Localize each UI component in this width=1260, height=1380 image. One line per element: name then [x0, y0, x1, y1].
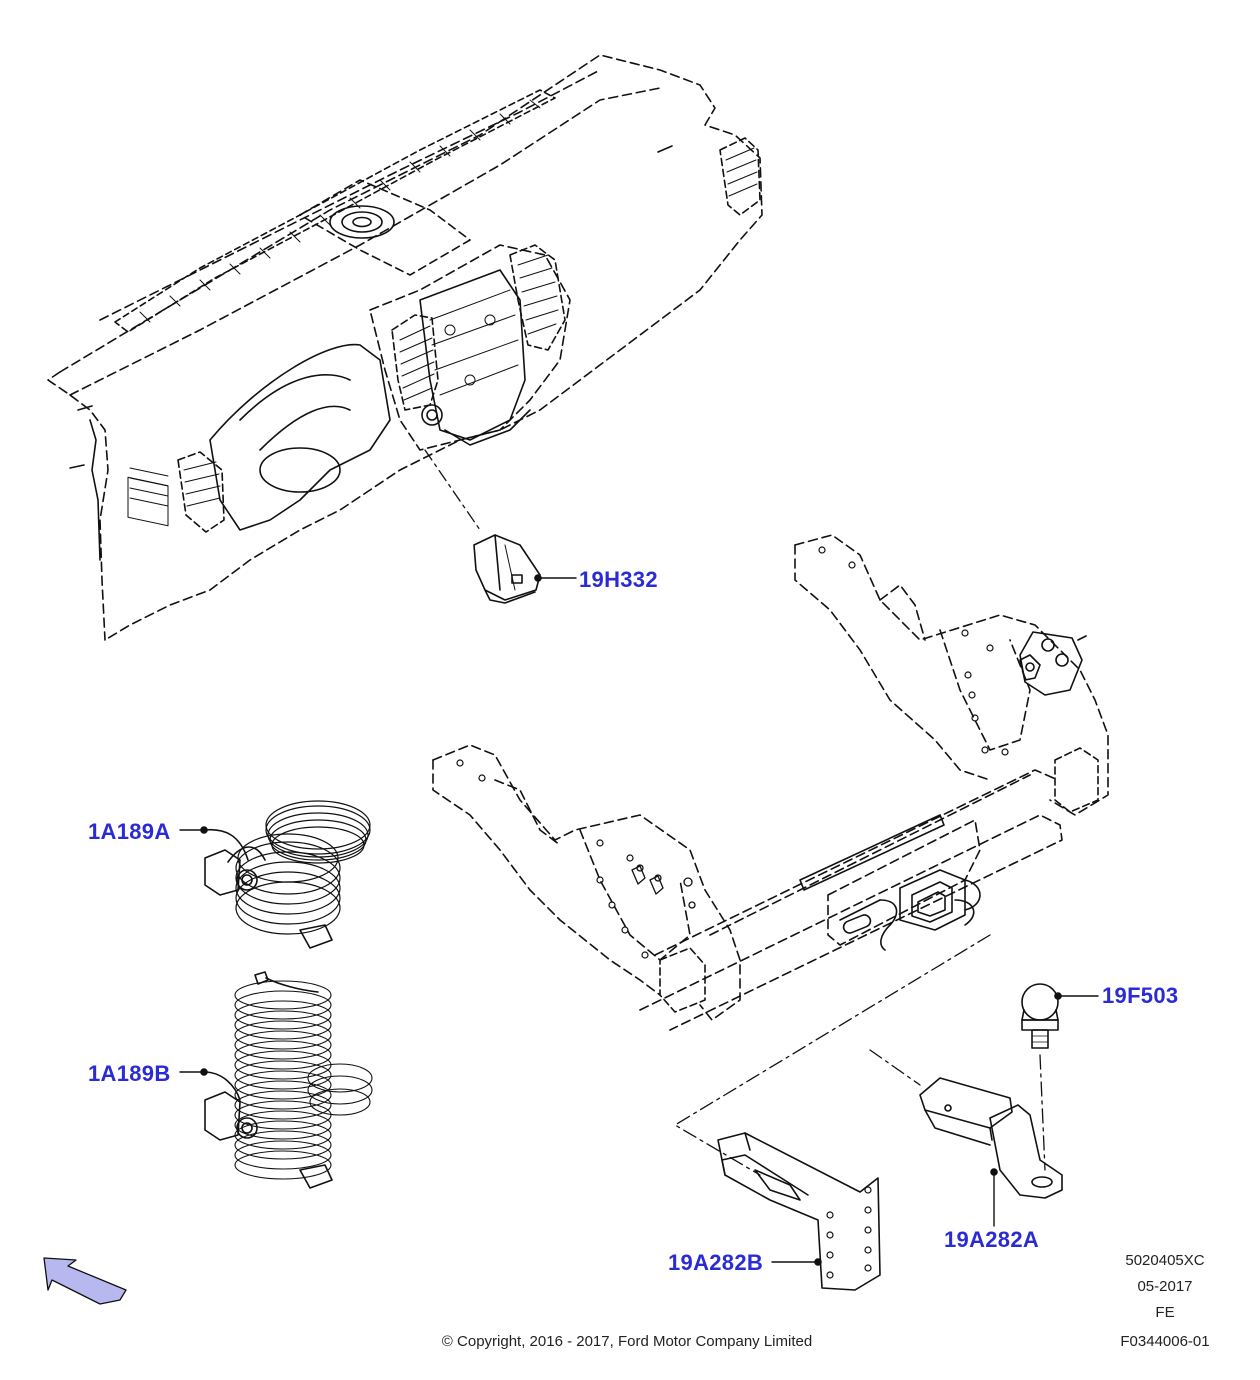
tow-ball-part — [1021, 983, 1062, 1049]
callout-1A189A[interactable]: 1A189A — [88, 819, 171, 844]
leader-dash-module — [424, 449, 481, 531]
callout-1A189B[interactable]: 1A189B — [88, 1061, 171, 1086]
reference-region: FE — [1155, 1304, 1175, 1321]
copyright-text: © Copyright, 2016 - 2017, Ford Motor Com… — [441, 1333, 813, 1350]
callout-19A282B[interactable]: 19A282B — [668, 1250, 764, 1275]
callout-19F503[interactable]: 19F503 — [1102, 983, 1179, 1008]
reference-date: 05-2017 — [1137, 1278, 1193, 1295]
ball-mount-drop — [919, 1077, 1063, 1199]
figure-number: F0344006-01 — [1120, 1333, 1210, 1350]
reference-code: 5020405XC — [1125, 1252, 1205, 1269]
copyright-notice: © Copyright, 2016 - 2017, Ford Motor Com… — [0, 1333, 1260, 1350]
leader-ball-to-mount — [1039, 1054, 1046, 1171]
wiring-coil-long — [200, 971, 373, 1189]
callout-19A282A[interactable]: 19A282A — [944, 1227, 1040, 1252]
callout-19H332[interactable]: 19H332 — [579, 567, 658, 592]
pintle-mount-bracket — [717, 1132, 881, 1291]
orientation-arrow-icon — [43, 1257, 127, 1305]
brake-controller-module — [473, 534, 542, 604]
instrument-panel — [47, 54, 763, 641]
trailer-hitch-receiver — [432, 534, 1109, 1031]
wiring-coil-short — [200, 800, 371, 949]
